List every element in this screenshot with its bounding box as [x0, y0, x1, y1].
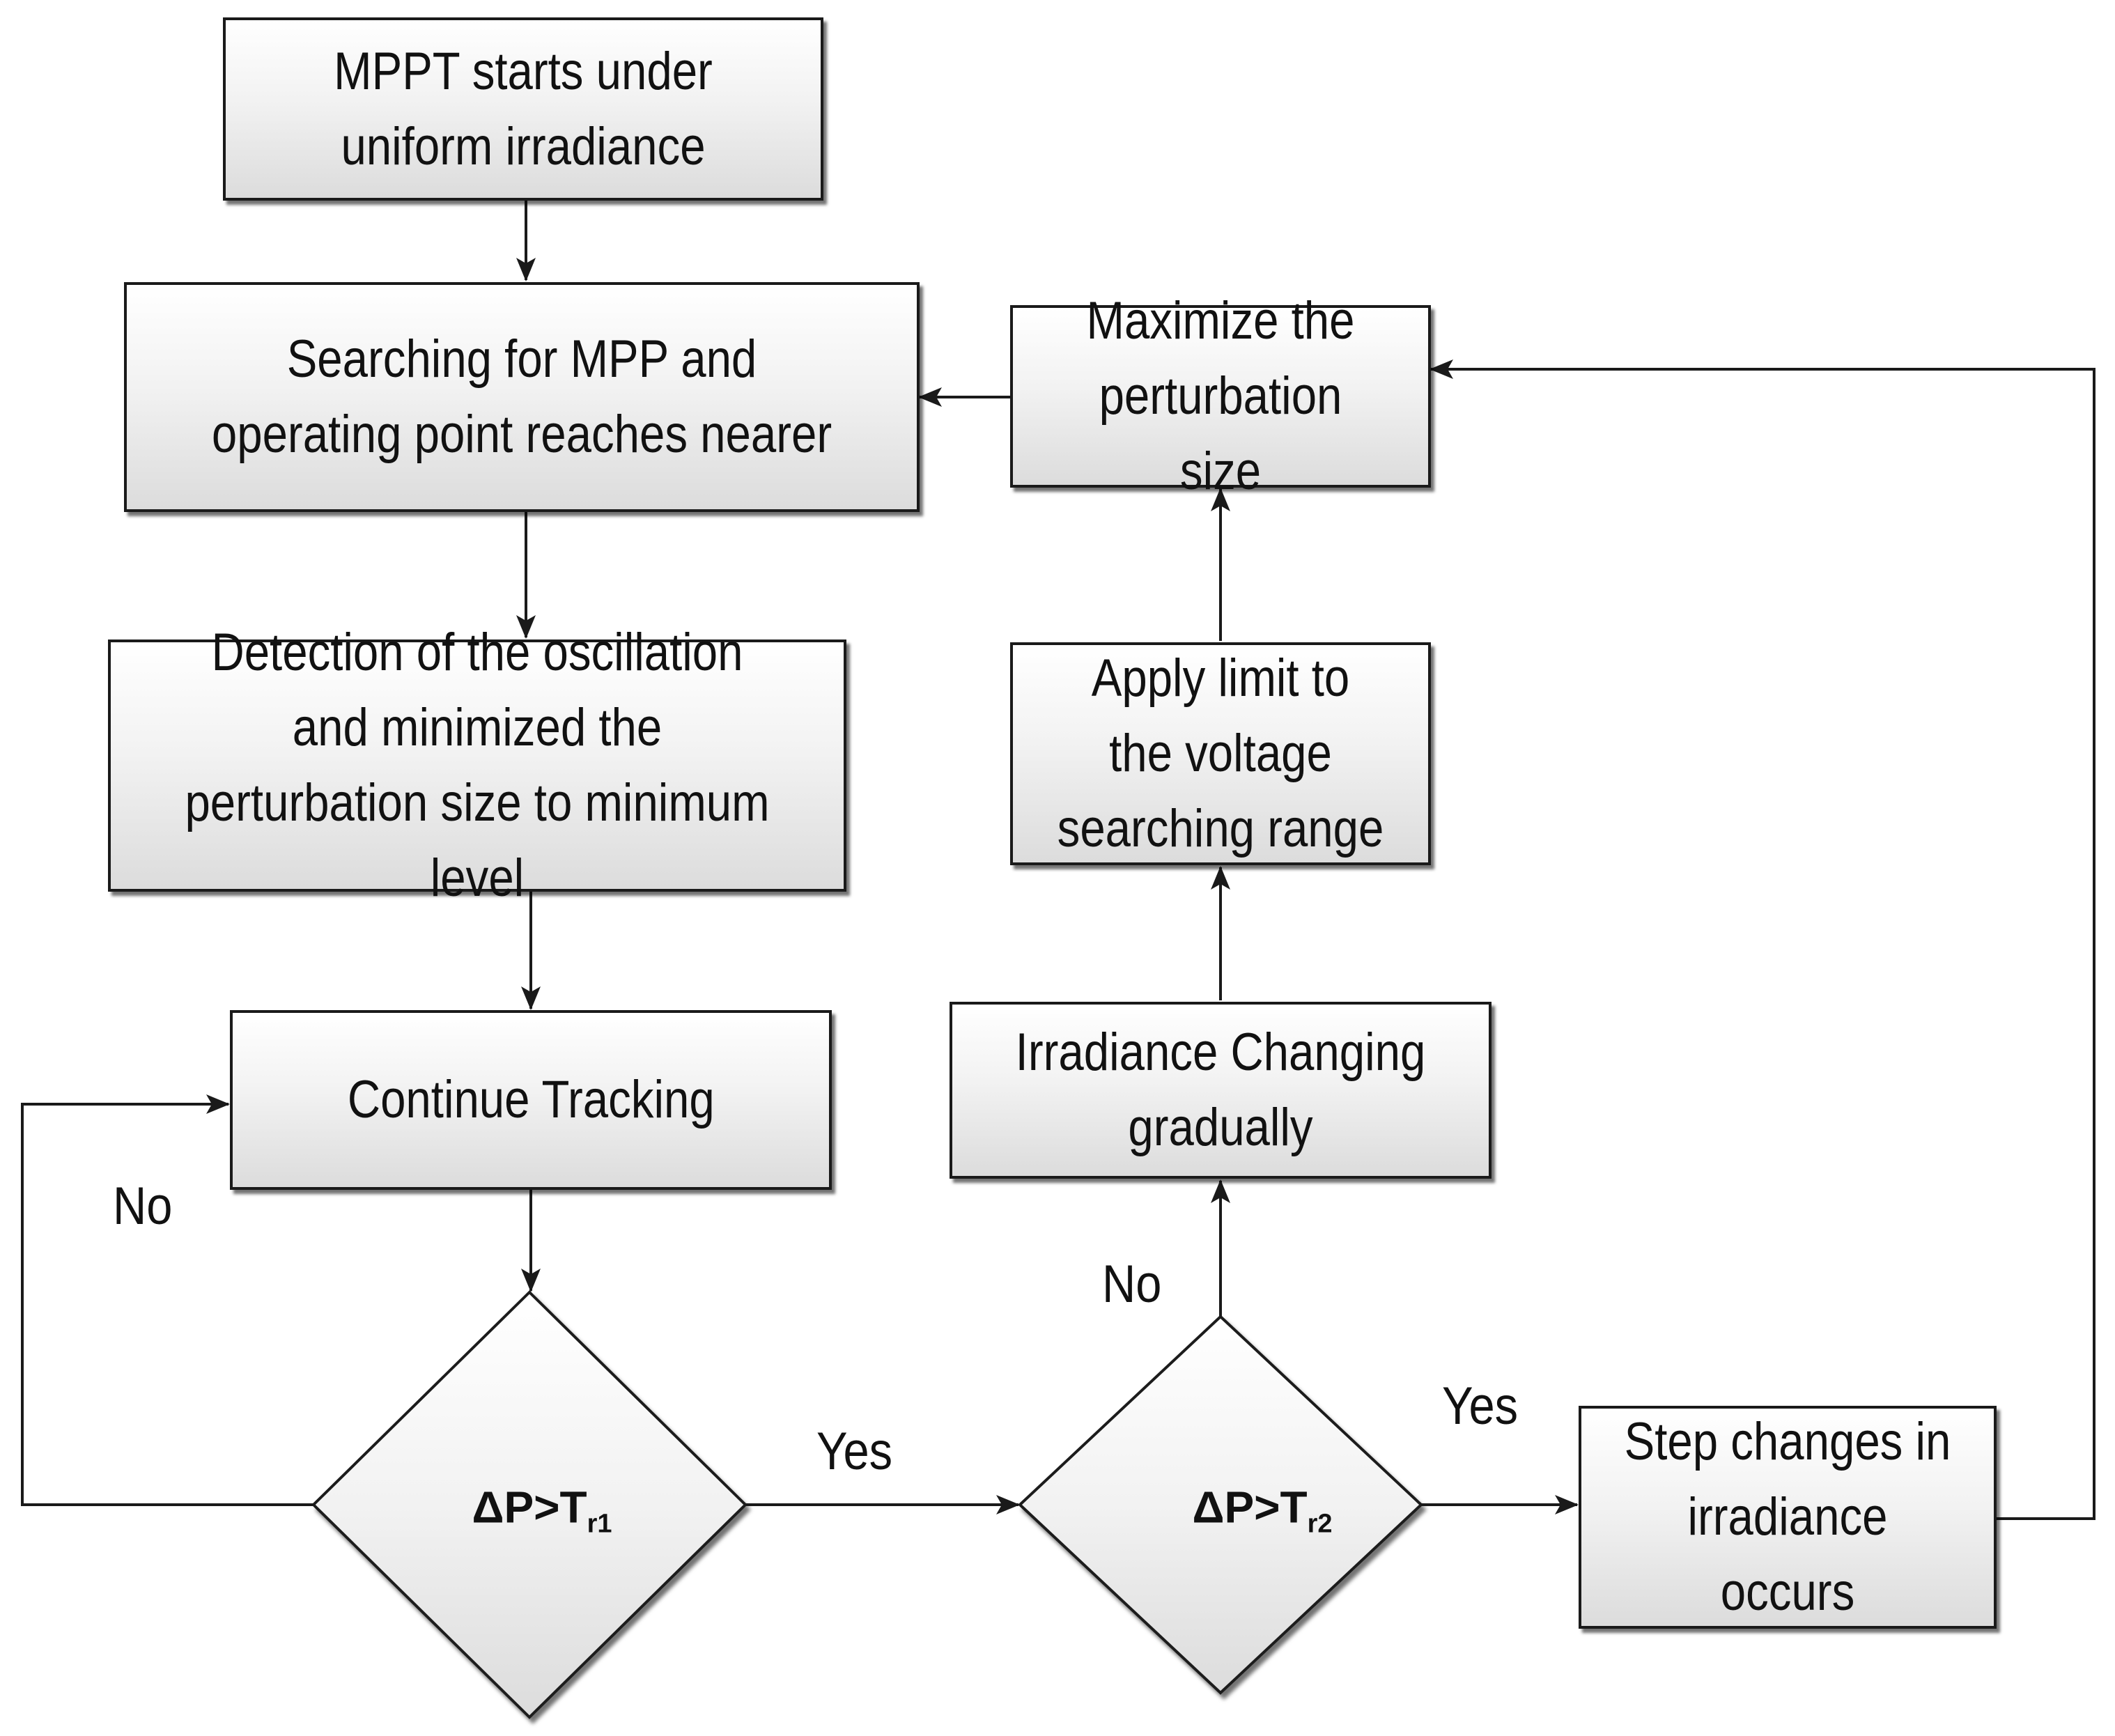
decision-2-sub: r2	[1307, 1509, 1333, 1539]
decision-2-lhs: ΔP>T	[1192, 1482, 1308, 1533]
maximize-box-text: Maximize the perturbation size	[1086, 291, 1355, 501]
decision-2-yes-label: Yes	[1442, 1377, 1519, 1436]
decision-diamond-2	[1018, 1315, 1423, 1695]
decision-1-condition: ΔP>Tr1	[472, 1482, 612, 1540]
apply-limit-box: Apply limit to the voltage searching ran…	[1010, 642, 1431, 865]
decision-1-sub: r1	[587, 1509, 612, 1539]
decision-diamond-1	[311, 1290, 747, 1719]
detect-box-text: Detection of the oscillation and minimiz…	[185, 623, 770, 908]
arrow-step-to-maximize	[1430, 359, 2095, 1520]
step-change-box-text: Step changes in irradiance occurs	[1624, 1412, 1951, 1622]
search-box: Searching for MPP and operating point re…	[124, 282, 920, 512]
arrow-decision1-no-loop	[21, 1094, 313, 1506]
continue-tracking-box-text: Continue Tracking	[347, 1070, 715, 1129]
decision-1-no-label: No	[113, 1177, 173, 1236]
decision-2-condition: ΔP>Tr2	[1192, 1482, 1332, 1540]
maximize-box: Maximize the perturbation size	[1010, 291, 1431, 501]
apply-limit-box-text: Apply limit to the voltage searching ran…	[1057, 649, 1384, 858]
detect-box: Detection of the oscillation and minimiz…	[108, 623, 846, 908]
search-box-text: Searching for MPP and operating point re…	[211, 330, 832, 464]
continue-tracking-box: Continue Tracking	[230, 1010, 832, 1190]
gradual-box-text: Irradiance Changing gradually	[1015, 1023, 1426, 1157]
start-box: MPPT starts under uniform irradiance	[223, 17, 823, 201]
decision-1-yes-label: Yes	[816, 1422, 893, 1481]
gradual-box: Irradiance Changing gradually	[950, 1002, 1492, 1179]
decision-1-lhs: ΔP>T	[472, 1482, 587, 1533]
decision-2-no-label: No	[1102, 1255, 1162, 1314]
start-box-text: MPPT starts under uniform irradiance	[334, 41, 713, 176]
step-change-box: Step changes in irradiance occurs	[1579, 1406, 1997, 1629]
